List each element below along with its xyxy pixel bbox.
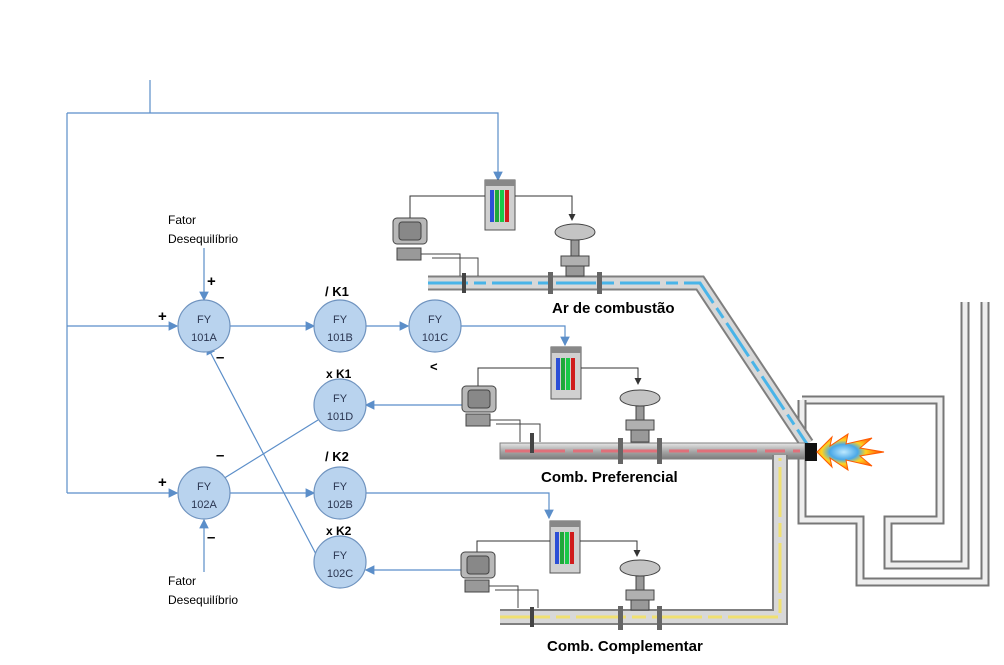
signal-line-101c-pref-ctrl [461, 325, 570, 347]
node-fy102a[interactable]: FY 102A [177, 466, 231, 520]
pref-ctrl-to-transmitter [477, 367, 551, 388]
flanges [462, 273, 534, 627]
fator-top-line1: Fator [168, 213, 196, 227]
fator-top-line2: Desequilíbrio [168, 232, 238, 246]
node-fy102b-tag: FY [333, 481, 348, 493]
label-div-k2: / K2 [325, 449, 349, 464]
pref-ctrl-to-valve [581, 367, 642, 385]
node-fy102c-num: 102C [327, 568, 353, 580]
label-div-k1: / K1 [325, 284, 349, 299]
air-controller[interactable] [484, 179, 516, 231]
burner-nozzle [805, 443, 817, 461]
node-fy102a-num: 102A [191, 499, 217, 511]
complementary-control-valve[interactable] [618, 559, 662, 630]
furnace [797, 302, 990, 587]
node-fy102c-tag: FY [333, 550, 348, 562]
air-control-valve[interactable] [548, 223, 602, 294]
node-fy101b-tag: FY [333, 314, 348, 326]
preferred-controller[interactable] [550, 346, 582, 400]
node-fy101d-tag: FY [333, 393, 348, 405]
node-fy101a-num: 101A [191, 332, 217, 344]
line-label-preferred: Comb. Preferencial [541, 469, 678, 486]
sign-plus-top-101a: + [207, 273, 216, 290]
signal-line-air-setpoint [67, 112, 503, 182]
node-fy101d[interactable]: FY 101D [313, 378, 367, 432]
air-ctrl-to-valve [515, 195, 576, 221]
flame-icon [816, 432, 885, 472]
complementary-flow-transmitter[interactable] [460, 551, 539, 608]
label-mul-k2: x K2 [326, 524, 352, 538]
node-fy101c-tag: FY [428, 314, 443, 326]
sign-plus-left-101a: + [158, 308, 167, 325]
sign-minus-top-102a: – [216, 447, 224, 464]
comp-ctrl-to-transmitter [476, 540, 550, 556]
line-label-complementary: Comb. Complementar [547, 638, 703, 655]
node-fy102c[interactable]: FY 102C [313, 535, 367, 589]
complementary-controller[interactable] [549, 520, 581, 574]
preferred-flow-transmitter[interactable] [461, 385, 541, 442]
node-fy101b-num: 101B [327, 332, 353, 344]
node-fy101a[interactable]: FY 101A [177, 299, 231, 353]
air-ctrl-to-transmitter [409, 195, 485, 222]
sign-minus-bottom-102a: – [207, 529, 215, 546]
controller-wiring [409, 195, 642, 557]
preferred-fuel-pipe [499, 442, 806, 460]
node-fy101a-tag: FY [197, 314, 212, 326]
node-fy101b[interactable]: FY 101B [313, 299, 367, 353]
node-fy102a-tag: FY [197, 481, 212, 493]
node-fy101c-num: 101C [422, 332, 448, 344]
line-label-air: Ar de combustão [552, 300, 675, 317]
signal-line-102b-comp-ctrl [366, 492, 554, 520]
sign-plus-left-102a: + [158, 474, 167, 491]
signal-lines [66, 80, 570, 575]
node-fy101d-num: 101D [327, 411, 353, 423]
fator-bottom-line2: Desequilíbrio [168, 593, 238, 607]
air-pipe [428, 275, 814, 449]
label-mul-k1: x K1 [326, 367, 352, 381]
complementary-fuel-pipe [500, 455, 788, 625]
sign-minus-101a: – [216, 349, 224, 366]
label-less-than: < [430, 359, 438, 374]
node-fy102b[interactable]: FY 102B [313, 466, 367, 520]
air-flow-transmitter[interactable] [392, 217, 479, 276]
comp-ctrl-to-valve [580, 540, 641, 557]
fator-bottom-line1: Fator [168, 574, 196, 588]
signal-line-102c-101a [206, 344, 319, 559]
node-fy101c[interactable]: FY 101C [408, 299, 462, 353]
preferred-control-valve[interactable] [618, 389, 662, 464]
node-fy102b-num: 102B [327, 499, 353, 511]
signal-line-101d-102a [216, 419, 319, 483]
